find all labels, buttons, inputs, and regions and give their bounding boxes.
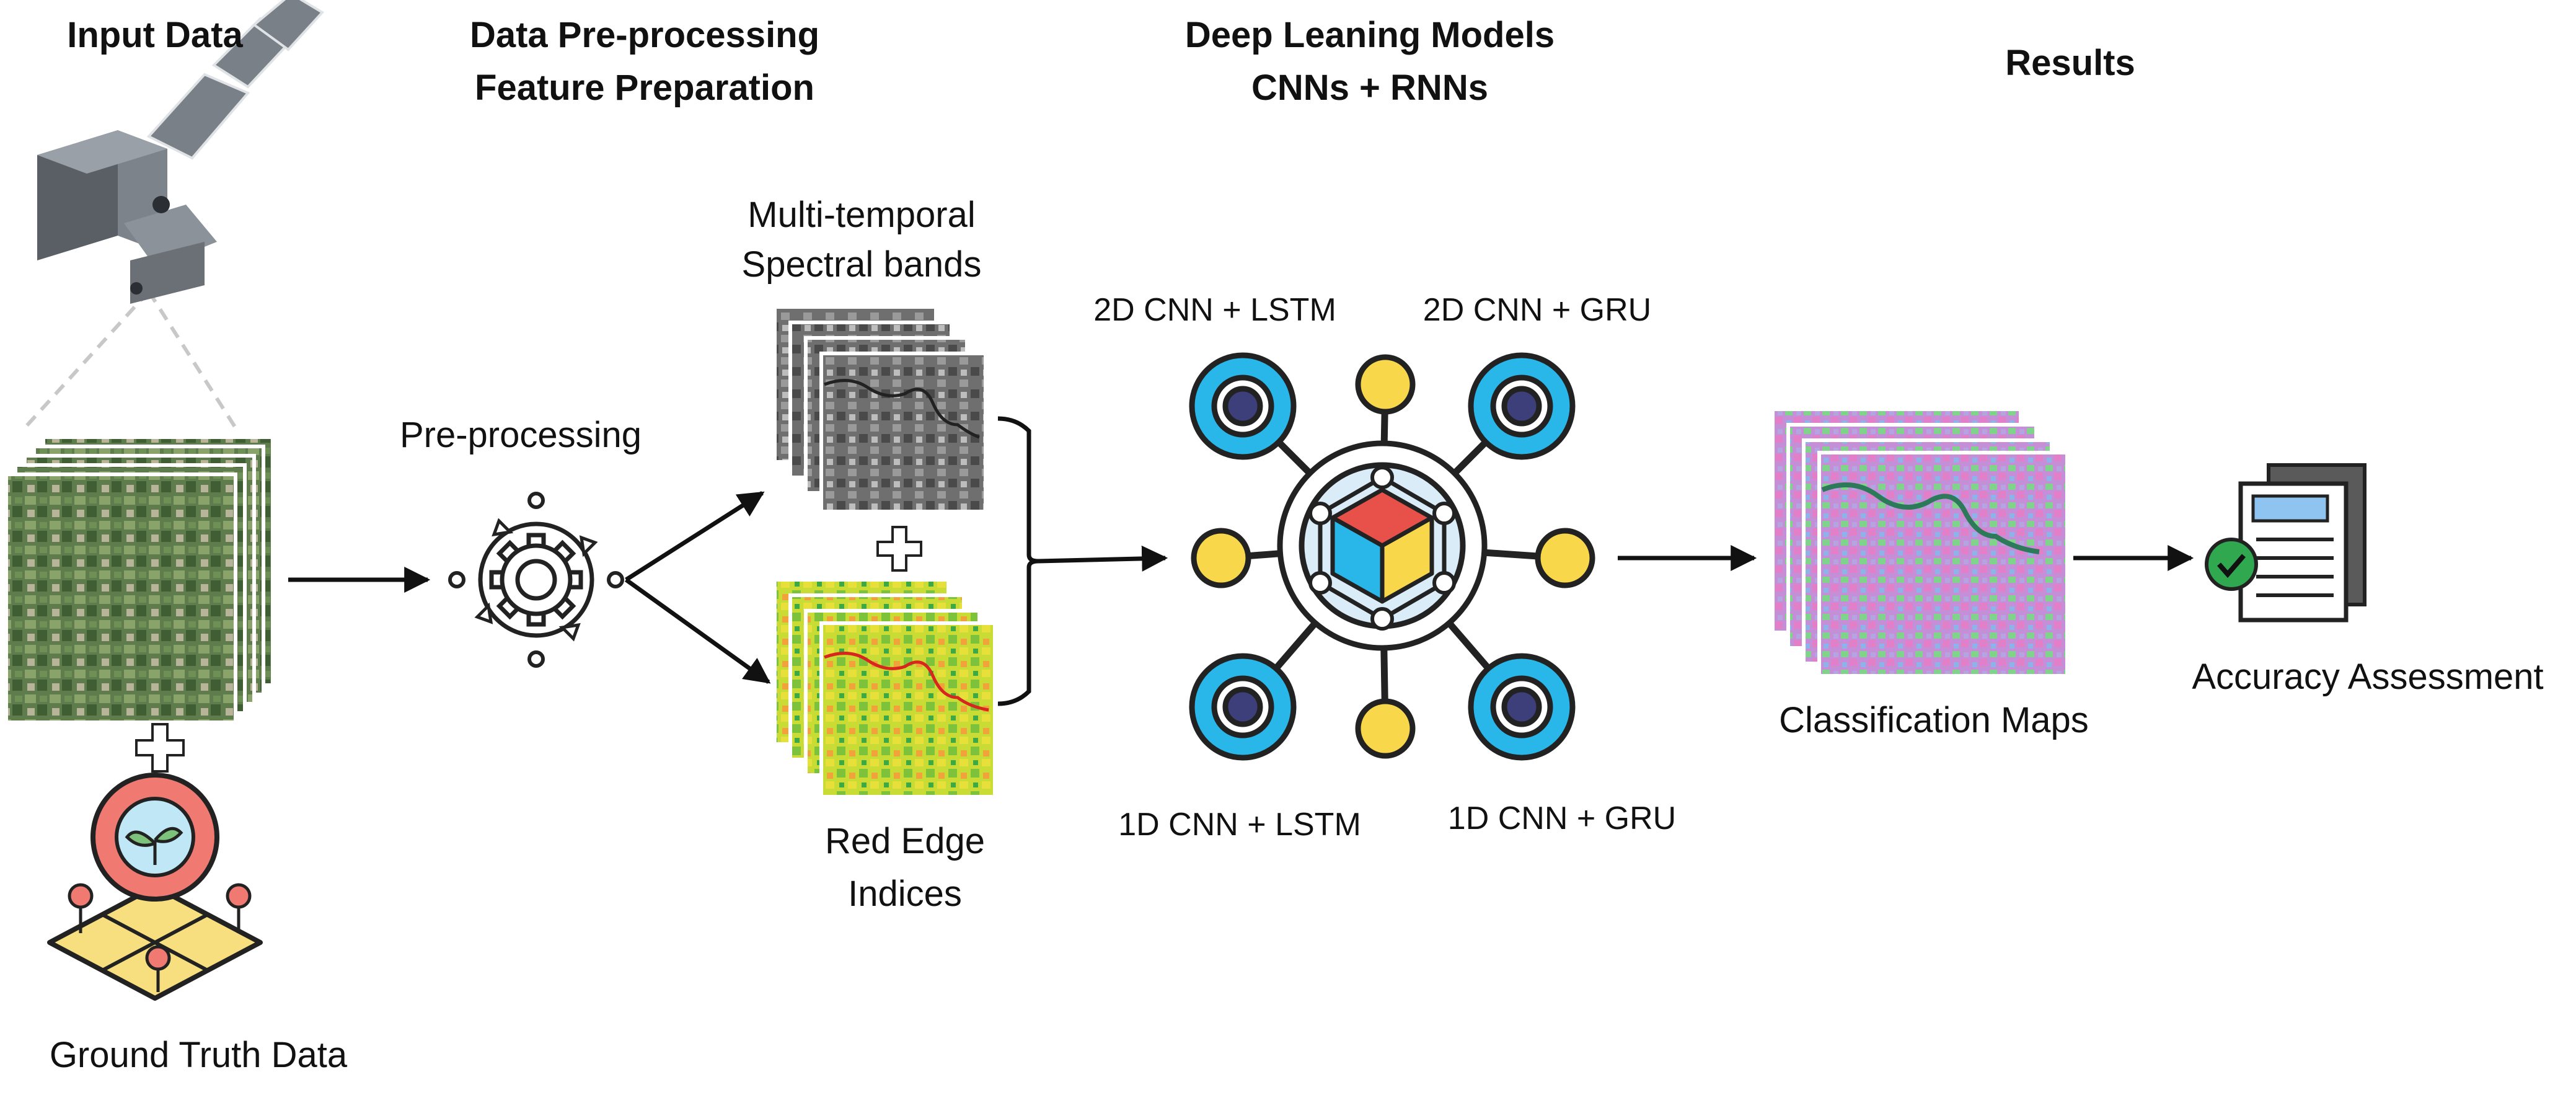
classification-maps-stack <box>1771 407 2069 678</box>
arrow-to-models <box>1038 545 1168 572</box>
satellite-image-stack <box>4 435 275 724</box>
arrow-to-red-edge <box>624 578 771 684</box>
pre-processing-label: Pre-processing <box>399 415 642 455</box>
ground-truth-label: Ground Truth Data <box>49 1035 348 1075</box>
header-input-data: Input Data <box>67 15 243 55</box>
spectral-bands-stack <box>773 305 987 513</box>
header-results: Results <box>2005 43 2135 83</box>
classification-maps-label: Classification Maps <box>1779 700 2089 740</box>
spectral-bands-label-line2: Spectral bands <box>741 244 982 285</box>
gear-cycle-icon <box>448 492 624 668</box>
red-edge-stack <box>773 578 997 799</box>
plus-icon <box>876 526 922 572</box>
model-2d-cnn-lstm-label: 2D CNN + LSTM <box>1093 292 1336 328</box>
plus-icon <box>135 723 185 773</box>
satellite-icon <box>23 0 325 430</box>
header-models-line2: CNNs + RNNs <box>1251 68 1488 108</box>
document-check-icon <box>2205 463 2366 623</box>
header-preprocessing-line1: Data Pre-processing <box>469 15 820 55</box>
red-edge-label-line2: Indices <box>848 874 962 914</box>
model-1d-cnn-lstm-label: 1D CNN + LSTM <box>1118 807 1361 843</box>
model-1d-cnn-gru-label: 1D CNN + GRU <box>1447 800 1677 836</box>
model-2d-cnn-gru-label: 2D CNN + GRU <box>1423 292 1652 328</box>
spectral-bands-label-line1: Multi-temporal <box>748 195 976 235</box>
header-preprocessing-line2: Feature Preparation <box>475 68 814 108</box>
network-hub-icon <box>1189 352 1595 761</box>
map-pin-icon <box>47 773 263 1001</box>
accuracy-assessment-label: Accuracy Assessment <box>2192 657 2544 697</box>
arrow-to-spectral <box>625 491 765 582</box>
red-edge-label-line1: Red Edge <box>825 821 985 861</box>
merge-bracket <box>997 416 1039 706</box>
header-models-line1: Deep Leaning Models <box>1184 15 1555 55</box>
